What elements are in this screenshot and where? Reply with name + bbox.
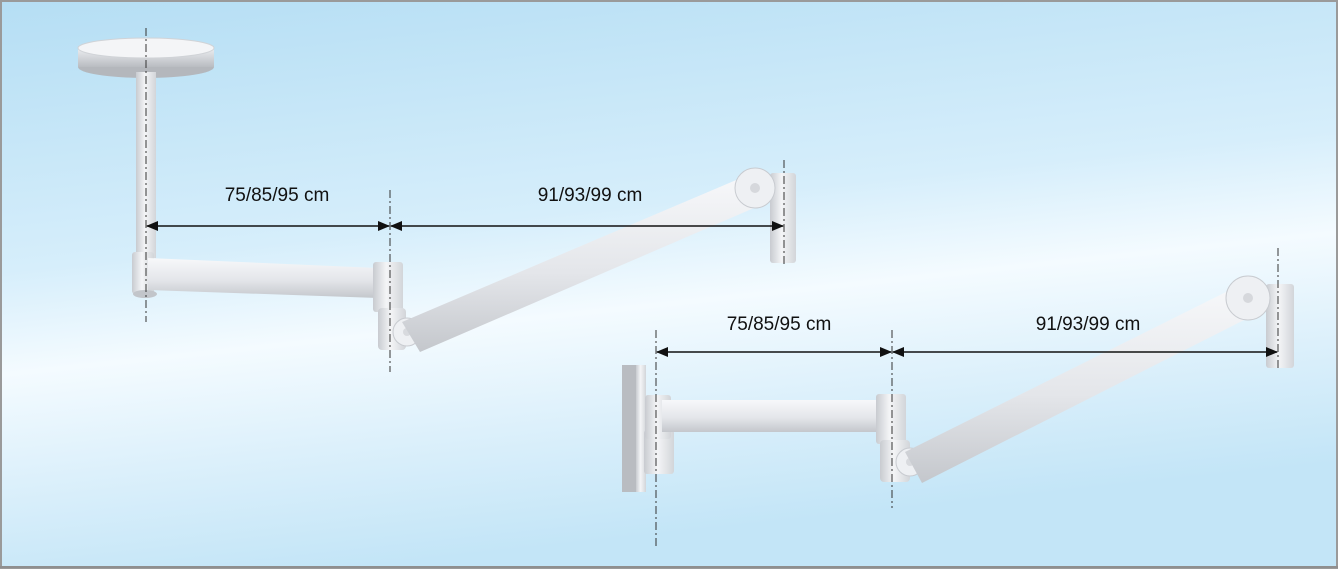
ceiling-arm-1 [148,258,378,298]
wall-arm-2-length-label: 91/93/99 cm [1036,314,1141,335]
wall-arm-2 [905,286,1258,483]
wall-arm-1-length-label: 75/85/95 cm [727,314,832,335]
wall-arm-1 [662,400,880,432]
wall-mount-assembly: 75/85/95 cm 91/93/99 cm [622,248,1294,548]
ceiling-arm-2 [402,175,768,352]
ceiling-arm-2-length-label: 91/93/99 cm [538,185,643,206]
ceiling-joint-3 [734,167,796,263]
wall-joint-2 [876,394,925,482]
ceiling-column [136,72,156,258]
ceiling-arm-1-length-label: 75/85/95 cm [225,185,330,206]
ceiling-mount-assembly: 75/85/95 cm 91/93/99 cm [77,28,796,372]
